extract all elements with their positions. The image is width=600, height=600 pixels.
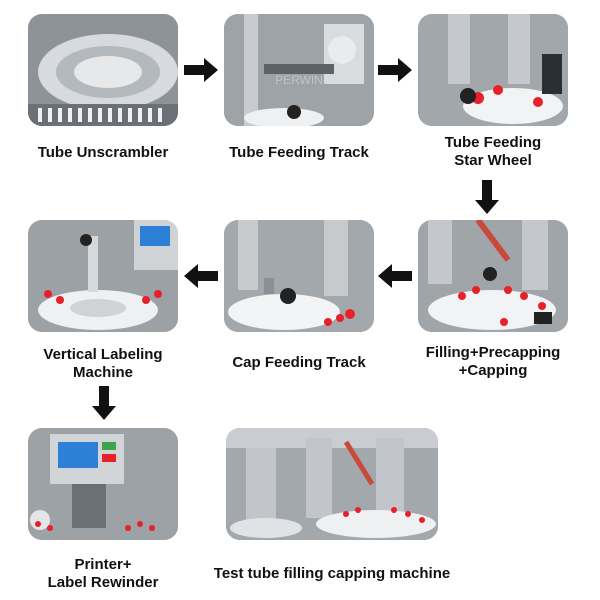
photo-filling-precapping-capping <box>418 220 568 332</box>
photo-printer-label-rewinder <box>28 428 178 540</box>
step-label-tube-feeding-star-wheel: Tube Feeding Star Wheel <box>444 134 542 169</box>
arrow-down-icon <box>475 180 499 214</box>
arrow-right-icon <box>184 58 218 82</box>
tube-feeding-star-wheel-image <box>418 14 568 126</box>
cap-feeding-track-image <box>224 220 374 332</box>
tube-feeding-track-image: PERWIN <box>224 14 374 126</box>
tube-unscrambler-image <box>28 14 178 126</box>
step-label-tube-feeding-track: Tube Feeding Track <box>229 144 369 161</box>
photo-test-tube-filling-capping-machine <box>226 428 438 540</box>
step-label-vertical-labeling-machine: Vertical Labeling Machine <box>43 346 163 381</box>
vertical-labeling-machine-image <box>28 220 178 332</box>
photo-cap-feeding-track <box>224 220 374 332</box>
step-label-filling-precapping-capping: Filling+Precapping +Capping <box>425 344 561 379</box>
step-label-tube-unscrambler: Tube Unscrambler <box>37 144 169 161</box>
photo-tube-feeding-track: PERWIN <box>224 14 374 126</box>
arrow-down-icon <box>92 386 116 420</box>
step-label-cap-feeding-track: Cap Feeding Track <box>232 354 366 371</box>
overview-machine-image <box>226 428 438 540</box>
overview-label: Test tube filling capping machine <box>213 565 451 582</box>
photo-tube-feeding-star-wheel <box>418 14 568 126</box>
step-label-printer-label-rewinder: Printer+ Label Rewinder <box>47 556 159 591</box>
arrow-left-icon <box>184 264 218 288</box>
arrow-right-icon <box>378 58 412 82</box>
filling-precapping-capping-image <box>418 220 568 332</box>
photo-vertical-labeling-machine <box>28 220 178 332</box>
printer-label-rewinder-image <box>28 428 178 540</box>
watermark-text: PERWIN <box>275 73 323 87</box>
photo-tube-unscrambler <box>28 14 178 126</box>
arrow-left-icon <box>378 264 412 288</box>
